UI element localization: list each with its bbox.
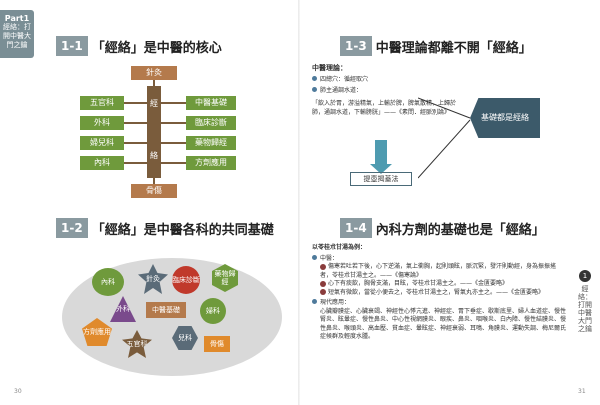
node-top: 針灸 <box>131 66 177 80</box>
theory-bullet: 肺主通調水道： <box>320 87 363 94</box>
left-page: Part1 經絡：打開中醫大門之鑰 1-1 「經絡」是中醫的核心 針灸 經 絡 … <box>0 10 282 395</box>
side-tab: 1 經絡：打開中醫大門之鑰 <box>578 270 592 333</box>
section-badge: 1-2 <box>56 218 88 238</box>
connector <box>124 102 147 104</box>
venn-item: 內科 <box>92 268 124 296</box>
connector <box>161 142 186 144</box>
number-icon <box>320 263 326 270</box>
bullet-icon <box>312 299 317 304</box>
meridian-bar: 經 絡 <box>147 86 161 178</box>
connector <box>124 122 147 124</box>
arrow-down-icon <box>370 140 392 174</box>
venn-item: 藥物歸經 <box>212 264 238 292</box>
venn-item: 骨傷 <box>204 336 230 352</box>
formula-bullet: 中醫： <box>320 254 339 262</box>
theory-heading: 中醫理論： <box>312 64 347 72</box>
venn-item: 臨床診斷 <box>172 266 200 294</box>
venn-item: 五官科 <box>122 330 152 358</box>
right-node-2: 臨床診斷 <box>186 116 236 130</box>
side-tab-text: 經絡：打開中醫大門之鑰 <box>578 285 592 333</box>
connector <box>153 178 155 184</box>
section-badge: 1-1 <box>56 36 88 56</box>
left-node-2: 外科 <box>80 116 124 130</box>
section-1-4-heading: 1-4 內科方劑的基礎也是「經絡」 <box>340 218 545 238</box>
venn-item: 兒科 <box>172 326 198 350</box>
conclusion-box: 基礎都是經絡 <box>470 98 540 138</box>
venn-diagram: 內科 針灸 臨床診斷 藥物歸經 外科 中醫基礎 婦科 方劑應用 兒科 五官科 骨… <box>62 258 282 376</box>
formula-item: 傷寒若吐若下後，心下逆滿，氣上衝胸，起則頭眩，脈沉緊，發汗則動經，身為振振搖者，… <box>320 263 557 279</box>
connector <box>161 102 186 104</box>
bar-char-2: 絡 <box>150 151 158 160</box>
right-node-3: 藥物歸經 <box>186 136 236 150</box>
section-badge: 1-3 <box>340 36 372 56</box>
node-bottom: 骨傷 <box>131 184 177 198</box>
section-title: 「經絡」是中醫的核心 <box>91 40 222 56</box>
connector <box>153 80 155 88</box>
right-page: 1-3 中醫理論都離不開「經絡」 1-4 內科方劑的基礎也是「經絡」 <box>300 0 600 405</box>
section-title: 「經絡」是中醫各科的共同基礎 <box>91 222 274 238</box>
venn-item: 外科 <box>110 296 136 322</box>
left-node-1: 五官科 <box>80 96 124 110</box>
bar-char-1: 經 <box>150 99 158 108</box>
theory-quote: 「飲入於胃，游溢精氣，上輸於脾，脾氣散精，上歸於肺，通調水道，下輸膀胱」——《素… <box>312 100 457 116</box>
bullet-icon <box>312 87 317 92</box>
formula-bullet: 現代應用： <box>320 299 351 306</box>
right-node-1: 中醫基礎 <box>186 96 236 110</box>
venn-item: 中醫基礎 <box>146 302 186 318</box>
theory-block: 中醫理論： 四總穴：循經取穴 肺主通調水道： <box>312 64 462 96</box>
formula-modern: 心臟瓣膜症、心臟衰竭、神經性心悸亢進、神經症、胃下垂症、歇斯底里、婦人血道症、慢… <box>320 307 567 341</box>
number-icon <box>320 289 326 295</box>
section-1-1-heading: 1-1 「經絡」是中醫的核心 <box>56 36 222 56</box>
connector <box>124 162 147 164</box>
bullet-icon <box>312 254 317 260</box>
right-node-4: 方劑應用 <box>186 156 236 170</box>
part-text: 經絡：打開中醫大門之鑰 <box>3 23 31 49</box>
section-badge: 1-4 <box>340 218 372 238</box>
formula-intro: 以苓桂朮甘湯為例： <box>312 244 367 251</box>
part-number: Part1 <box>4 14 30 23</box>
bullet-icon <box>312 75 317 81</box>
venn-item: 方劑應用 <box>82 318 112 346</box>
connector <box>161 162 186 164</box>
arrow-lines-icon <box>418 97 471 179</box>
connector <box>124 142 147 144</box>
venn-item: 針灸 <box>138 264 168 294</box>
page-number-right: 31 <box>578 388 586 395</box>
formula-item: 短氣有微飲，當從小便去之，苓桂朮甘湯主之，腎氣丸亦主之。——《金匱要略》 <box>328 288 545 296</box>
theory-bullet: 四總穴：循經取穴 <box>320 75 369 83</box>
left-node-4: 內科 <box>80 156 124 170</box>
number-icon <box>320 280 326 287</box>
part-tab: Part1 經絡：打開中醫大門之鑰 <box>0 10 34 58</box>
formula-item: 心下有痰飲，胸脅支滿，目眩，苓桂朮甘湯主之。——《金匱要略》 <box>328 280 509 287</box>
page-number-left: 30 <box>14 388 22 395</box>
connector <box>161 122 186 124</box>
section-1-3-heading: 1-3 中醫理論都離不開「經絡」 <box>340 36 532 56</box>
section-1-2-heading: 1-2 「經絡」是中醫各科的共同基礎 <box>56 218 274 238</box>
section-title: 中醫理論都離不開「經絡」 <box>375 40 532 56</box>
formula-block: 以苓桂朮甘湯為例： 中醫： 傷寒若吐若下後，心下逆滿，氣上衝胸，起則頭眩，脈沉緊… <box>312 244 567 342</box>
side-number: 1 <box>579 270 591 282</box>
venn-item: 婦科 <box>200 298 226 324</box>
method-box: 提壺揭蓋法 <box>350 172 412 186</box>
left-node-3: 婦兒科 <box>80 136 124 150</box>
section-title: 內科方劑的基礎也是「經絡」 <box>375 222 545 238</box>
